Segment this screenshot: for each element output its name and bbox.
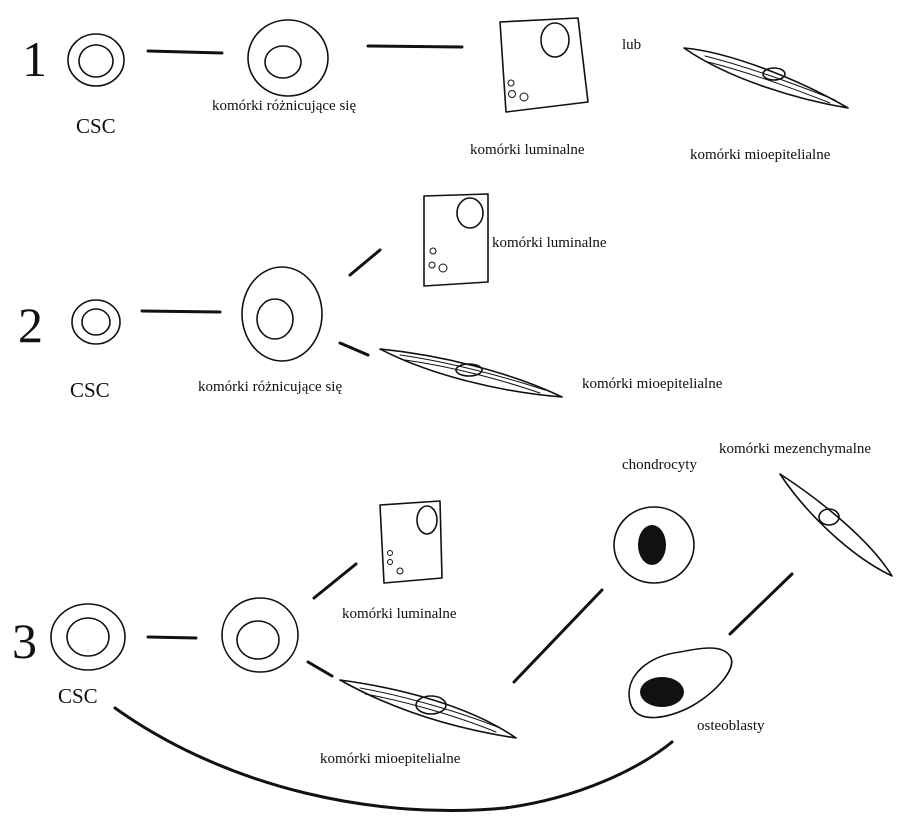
row3-csc-label: CSC	[58, 686, 98, 707]
row2-differentiating-label: komórki różnicujące się	[198, 380, 342, 395]
row3-connector-up	[314, 564, 356, 598]
row3-differentiating-cell	[222, 598, 298, 672]
row3-connector-mesenchymal-osteoblasts	[730, 574, 792, 634]
row2-connector-down	[340, 343, 368, 355]
row2-connector-1	[142, 311, 220, 312]
row2-csc-cell	[72, 300, 120, 344]
row3-connector-1	[148, 637, 196, 638]
row1-differentiating-label: komórki różnicujące się	[212, 99, 356, 114]
row3-osteoblasts-label: osteoblasty	[697, 719, 765, 734]
row3-chondrocyte-cell	[614, 507, 694, 583]
row3-csc-cell	[51, 604, 125, 670]
row3-connector-down	[308, 662, 332, 676]
row2-differentiating-cell	[242, 267, 322, 361]
row3-myoepithelial-cell	[340, 680, 516, 738]
row1-differentiating-cell	[248, 20, 328, 96]
row2-csc-label: CSC	[70, 380, 110, 401]
row3-myoepithelial-label: komórki mioepitelialne	[320, 752, 460, 767]
row2-number: 2	[18, 300, 43, 350]
row2-myoepithelial-cell	[380, 349, 562, 397]
row3-osteoblast-cell	[629, 648, 732, 718]
row3-connector-to-chondrocytes	[514, 590, 602, 682]
row3-luminal-cell	[380, 501, 442, 583]
row1-number: 1	[22, 34, 47, 84]
row2-myoepithelial-label: komórki mioepitelialne	[582, 377, 722, 392]
row2-luminal-label: komórki luminalne	[492, 236, 607, 251]
row1-luminal-cell	[500, 18, 588, 112]
row1-myoepithelial-label: komórki mioepitelialne	[690, 148, 830, 163]
row1-luminal-label: komórki luminalne	[470, 143, 585, 158]
row3-mesenchymal-label: komórki mezenchymalne	[719, 442, 871, 457]
row2-luminal-cell	[424, 194, 488, 286]
row1-connector-1	[148, 51, 222, 53]
row3-chondrocytes-label: chondrocyty	[622, 458, 697, 473]
row2-connector-up	[350, 250, 380, 275]
row1-csc-cell	[68, 34, 124, 86]
row3-mesenchymal-cell	[780, 474, 892, 576]
row1-or-label: lub	[622, 38, 641, 53]
row1-connector-2	[368, 46, 462, 47]
row1-myoepithelial-cell	[684, 48, 848, 108]
row1-csc-label: CSC	[76, 116, 116, 137]
row3-luminal-label: komórki luminalne	[342, 607, 457, 622]
row3-number: 3	[12, 616, 37, 666]
